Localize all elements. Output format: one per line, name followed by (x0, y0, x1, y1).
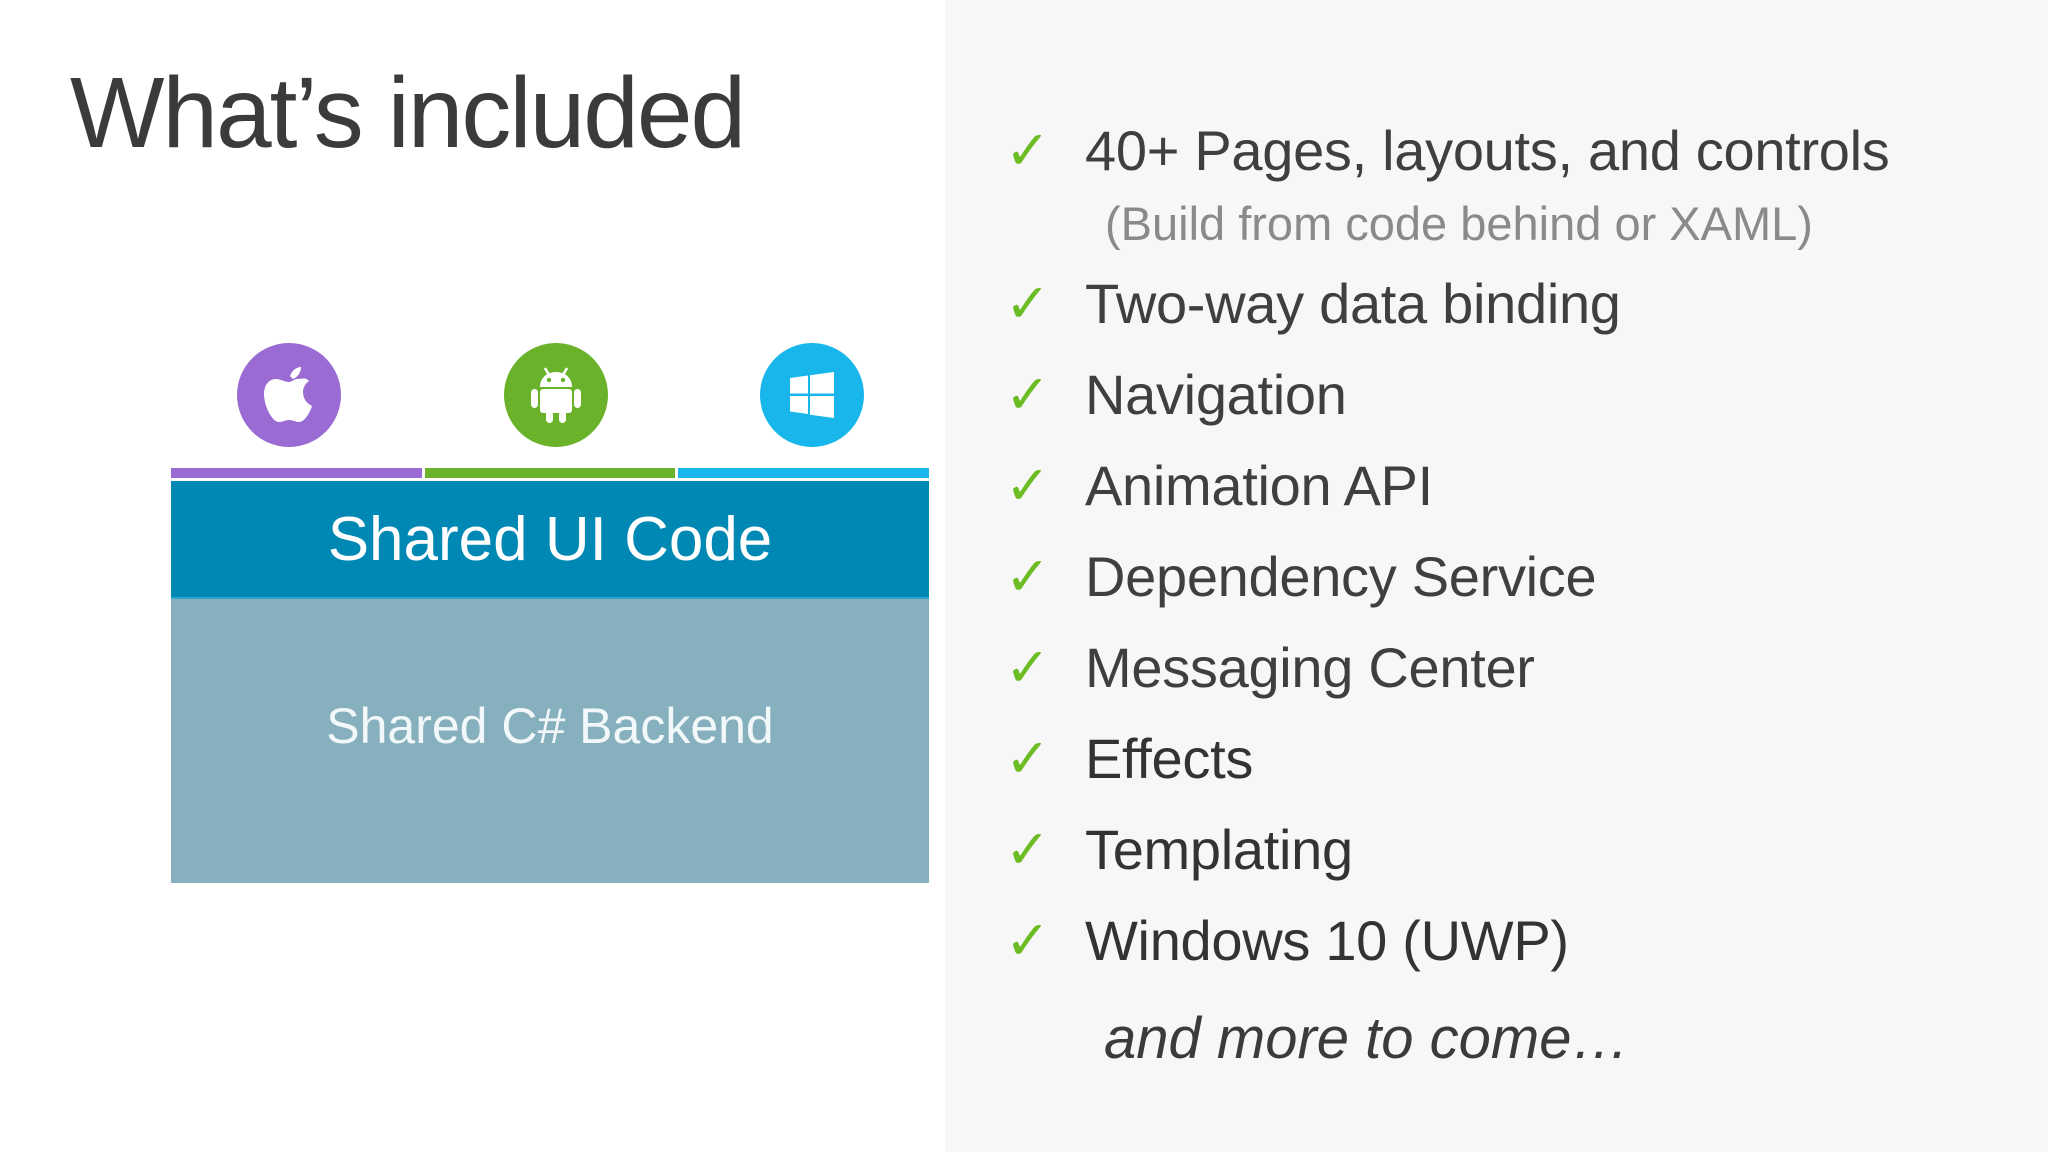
shared-ui-code-label: Shared UI Code (327, 504, 773, 574)
feature-item: ✓ Two-way data binding (1005, 258, 2005, 349)
feature-item: ✓ Windows 10 (UWP) (1005, 895, 2005, 986)
feature-item: ✓ Effects (1005, 713, 2005, 804)
feature-item: ✓ Animation API (1005, 440, 2005, 531)
more-to-come-note: and more to come… (1104, 1006, 1630, 1071)
feature-item: ✓ Messaging Center (1005, 622, 2005, 713)
feature-item: ✓ 40+ Pages, layouts, and controls (1005, 105, 2005, 196)
feature-label: 40+ Pages, layouts, and controls (1085, 119, 1890, 182)
feature-item: ✓ Dependency Service (1005, 531, 2005, 622)
check-icon: ✓ (1005, 910, 1051, 971)
windows-color-strip (678, 468, 929, 478)
android-robot-shape (531, 367, 581, 423)
apple-icon (237, 343, 341, 447)
feature-label: Dependency Service (1085, 545, 1597, 608)
check-icon: ✓ (1005, 546, 1051, 607)
feature-subnote: (Build from code behind or XAML) (1105, 196, 1813, 250)
windows-logo-shape (790, 372, 834, 418)
feature-label: Navigation (1085, 363, 1347, 426)
feature-label: Animation API (1085, 454, 1433, 517)
android-color-strip (425, 468, 675, 478)
feature-label: Templating (1085, 818, 1353, 881)
windows-icon (760, 343, 864, 447)
shared-backend-block: Shared C# Backend (171, 599, 929, 883)
feature-list: ✓ 40+ Pages, layouts, and controls (Buil… (1005, 105, 2005, 986)
right-panel-background (945, 0, 2048, 1152)
check-icon: ✓ (1005, 728, 1051, 789)
android-icon (504, 343, 608, 447)
check-icon: ✓ (1005, 819, 1051, 880)
feature-label: Effects (1085, 727, 1254, 790)
shared-ui-code-block: Shared UI Code (171, 481, 929, 599)
check-icon: ✓ (1005, 455, 1051, 516)
check-icon: ✓ (1005, 637, 1051, 698)
architecture-diagram: Shared UI Code Shared C# Backend (171, 343, 929, 883)
slide-title: What’s included (70, 57, 746, 169)
ios-color-strip (171, 468, 422, 478)
check-icon: ✓ (1005, 364, 1051, 425)
feature-label: Windows 10 (UWP) (1085, 909, 1569, 972)
check-icon: ✓ (1005, 120, 1051, 181)
feature-label: Two-way data binding (1085, 272, 1621, 335)
feature-item: ✓ Templating (1005, 804, 2005, 895)
shared-backend-label: Shared C# Backend (326, 698, 774, 754)
feature-label: Messaging Center (1085, 636, 1535, 699)
check-icon: ✓ (1005, 273, 1051, 334)
apple-logo-shape (264, 367, 312, 422)
feature-item: ✓ Navigation (1005, 349, 2005, 440)
